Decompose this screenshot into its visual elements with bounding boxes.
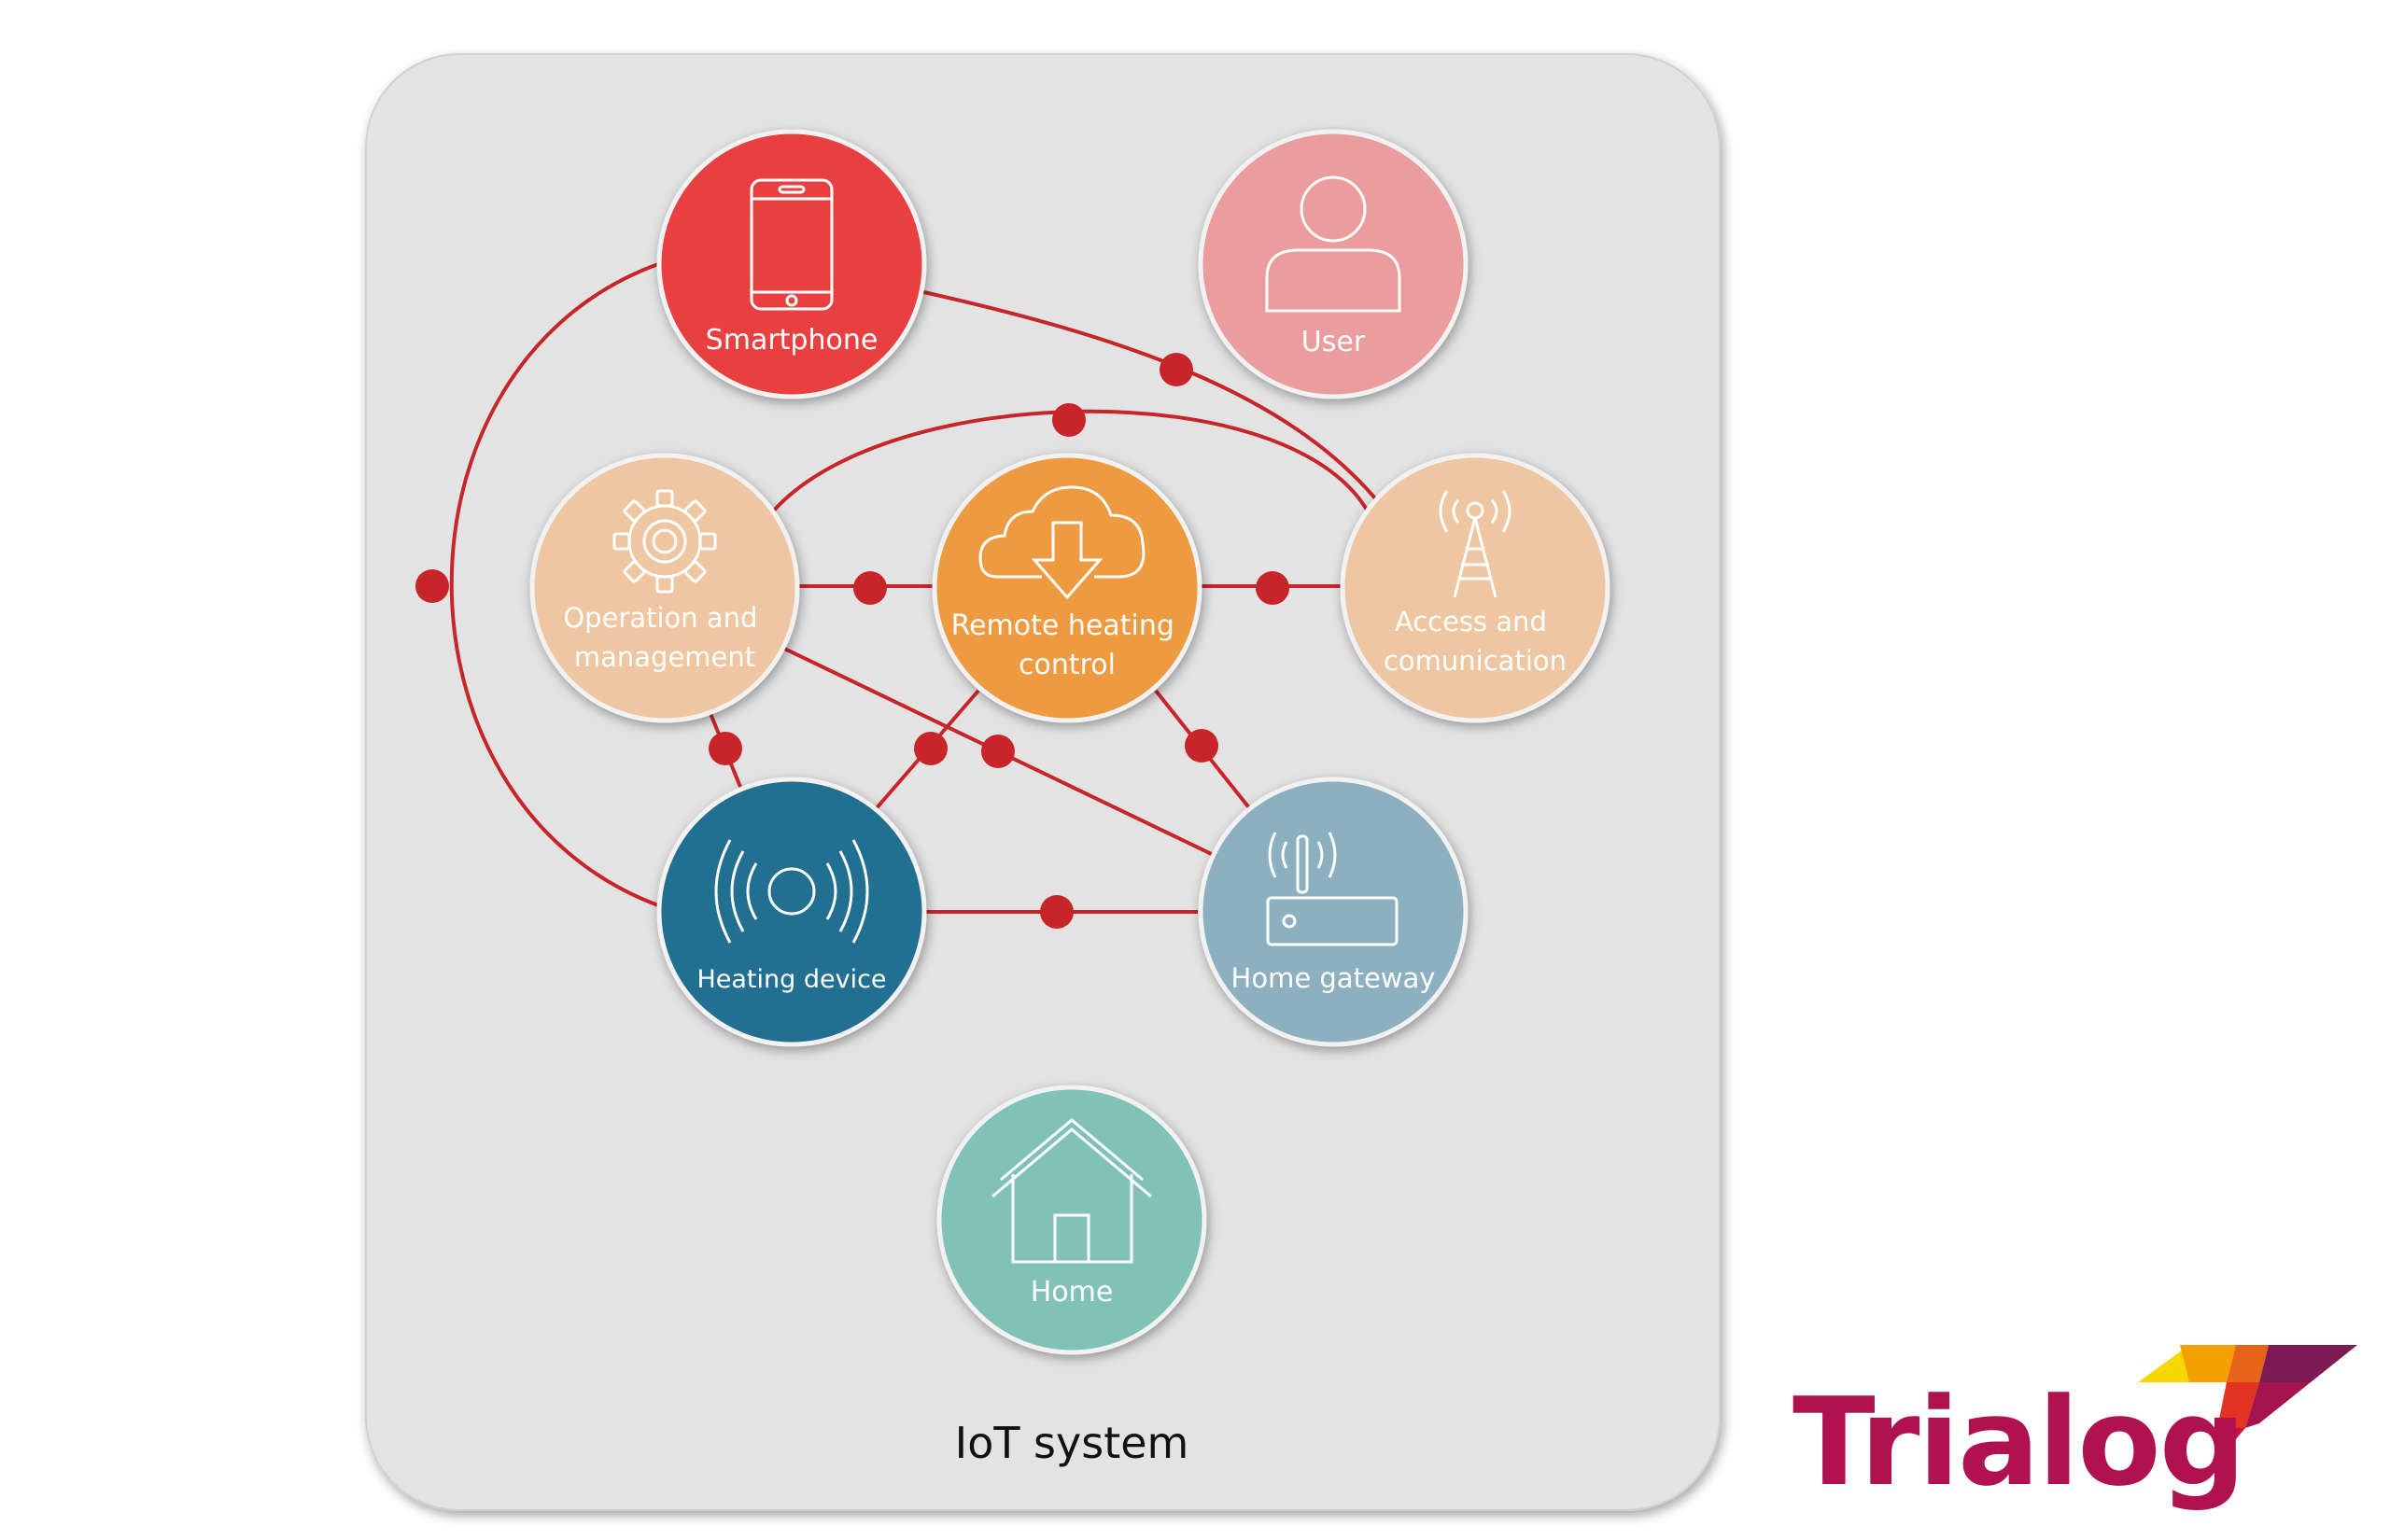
gear-icon: [612, 489, 717, 594]
node-heating-circle: [656, 777, 927, 1047]
node-remote-label: Remote heating control: [951, 609, 1184, 681]
node-smartphone[interactable]: Smartphone: [656, 129, 927, 399]
connection-dot: [709, 732, 742, 765]
node-operation-label: Operation and management: [563, 602, 766, 673]
node-home-circle: [936, 1085, 1207, 1355]
connection-dot: [853, 571, 887, 605]
smartphone-icon: [750, 178, 834, 311]
connection-dot: [1256, 571, 1289, 605]
connection-dot: [914, 732, 948, 765]
node-smartphone-circle: [656, 129, 927, 399]
node-home-gateway[interactable]: Home gateway: [1198, 777, 1469, 1047]
node-gateway-circle: [1198, 777, 1469, 1047]
node-gateway-label: Home gateway: [1231, 962, 1436, 994]
node-user-label: User: [1301, 326, 1366, 358]
connection-dot: [1160, 353, 1193, 386]
iot-system-label: IoT system: [955, 1418, 1189, 1468]
trialog-logo-mark: [2138, 1345, 2357, 1456]
node-user[interactable]: User: [1198, 129, 1469, 399]
node-operation-management[interactable]: Operation and management: [529, 453, 800, 723]
node-access-communication[interactable]: Access and comunication: [1340, 453, 1610, 723]
node-remote-heating-control[interactable]: Remote heating control: [932, 453, 1202, 723]
router-icon: [1266, 832, 1399, 946]
node-heating-device[interactable]: Heating device: [656, 777, 927, 1047]
connection-dot: [415, 569, 449, 603]
node-home-label: Home: [1031, 1276, 1114, 1309]
cloud-download-icon: [978, 485, 1146, 600]
node-access-circle: [1340, 453, 1610, 723]
user-icon: [1265, 175, 1401, 313]
connection-smartphone-heating: [449, 262, 659, 907]
house-icon: [991, 1118, 1152, 1264]
node-access-label: Access and comunication: [1384, 606, 1567, 677]
iot-system-panel: [365, 53, 1721, 1511]
connection-dot: [1185, 729, 1218, 763]
connection-dot: [1040, 895, 1074, 929]
node-user-circle: [1198, 129, 1469, 399]
node-home[interactable]: Home: [936, 1085, 1207, 1355]
trialog-logo-text: Trialog: [1792, 1371, 2244, 1513]
node-operation-circle: [529, 453, 800, 723]
node-smartphone-label: Smartphone: [706, 324, 879, 357]
signal-waves-icon: [714, 839, 869, 944]
connection-dot: [981, 735, 1015, 768]
connection-dots: [415, 353, 1289, 929]
node-heating-label: Heating device: [696, 965, 886, 994]
antenna-tower-icon: [1439, 490, 1511, 598]
trialog-logo: Trialog: [1792, 1345, 2357, 1513]
connection-dot: [1052, 403, 1086, 437]
